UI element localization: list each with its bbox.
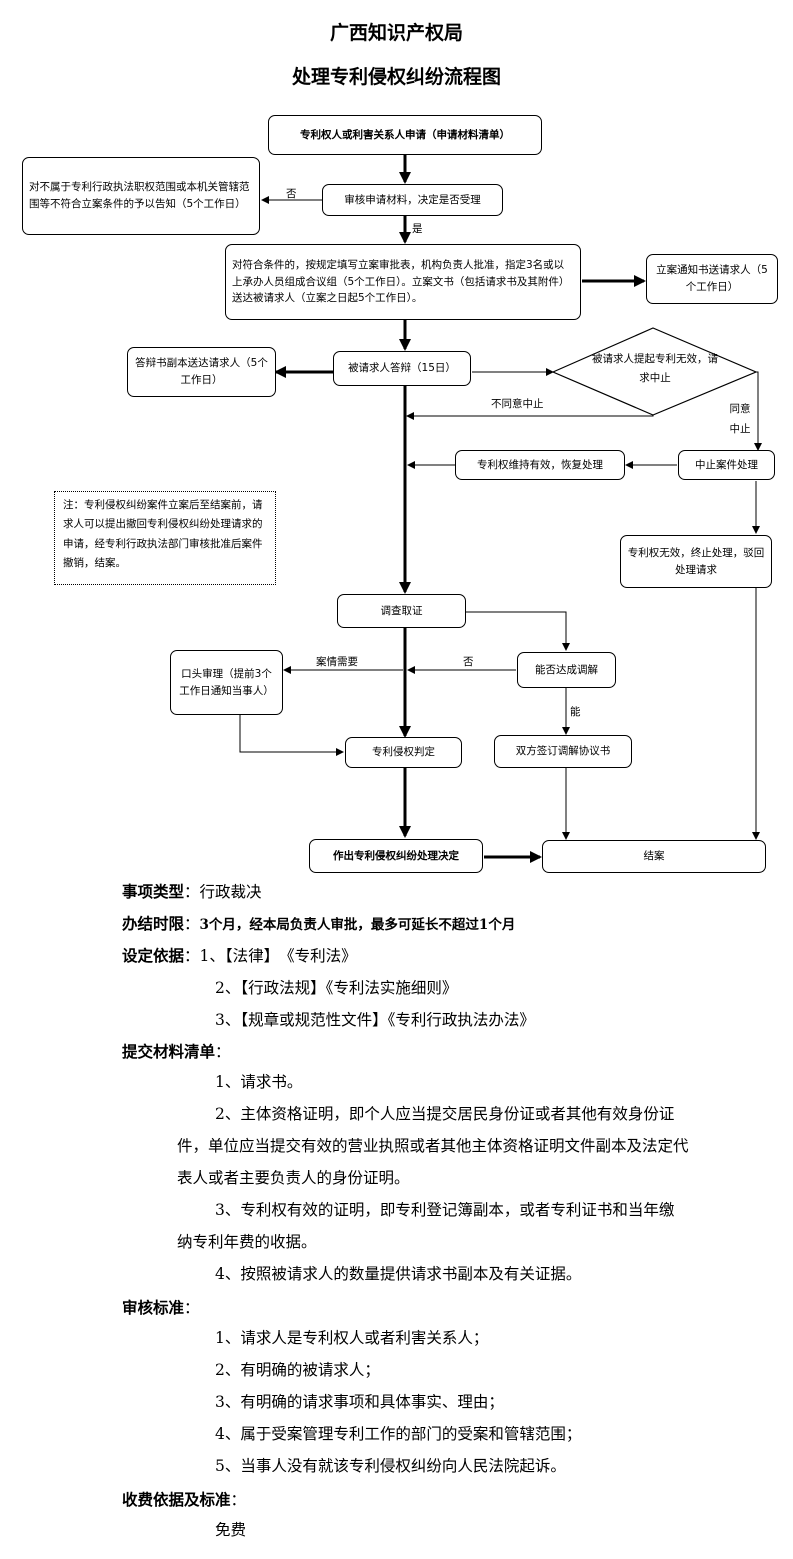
mediate-sign-box: 双方签订调解协议书 [494,735,632,768]
flow-connectors [239,154,762,863]
fee-heading: 收费依据及标准： [122,1490,247,1509]
fee-key: 收费依据及标准 [122,1490,231,1509]
basis-item-3: 3、【规章或规范性文件】《专利行政执法办法》 [215,1011,535,1029]
material-item-3: 3、专利权有效的证明，即专利登记簿副本，或者专利证书和当年缴纳专利年费的收据。 [177,1201,675,1251]
basis-item-1: 1、【法律】 《专利法》 [199,947,357,965]
suspend-box: 中止案件处理 [678,450,775,480]
label-need: 案情需要 [316,656,358,668]
time-key: 办结时限 [122,914,185,933]
materials-key: 提交材料清单 [122,1042,216,1061]
arrow-agree [754,371,762,451]
standard-item-3: 3、有明确的请求事项和具体事实、理由； [215,1393,504,1411]
info-time: 办结时限：3个月，经本局负责人审批，最多可延长不超过1个月 [122,914,516,933]
standard-heading: 审核标准： [122,1298,200,1317]
label-yes-review: 是 [412,223,423,235]
close-box: 结案 [542,840,766,873]
resume-box: 专利权维持有效，恢复处理 [455,450,625,480]
type-value: 行政裁决 [199,883,262,901]
basis-key: 设定依据 [122,946,185,965]
label-disagree: 不同意中止 [491,398,544,410]
defense-copy-box: 答辩书副本送达请求人（5个工作日） [127,347,276,397]
info-type: 事项类型：行政裁决 [122,882,262,901]
material-item-2: 2、主体资格证明，即个人应当提交居民身份证或者其他有效身份证件，单位应当提交有效… [177,1105,689,1187]
decide-box: 作出专利侵权纠纷处理决定 [309,839,483,873]
standard-item-2: 2、有明确的被请求人； [215,1361,380,1379]
fee-value: 免费 [215,1521,247,1539]
basis-item-2: 2、【行政法规】《专利法实施细则》 [215,979,458,997]
arrow-investigate-mediate [466,611,570,651]
label-yes-mediate: 能 [570,706,581,718]
terminate-box: 专利权无效，终止处理，驳回处理请求 [620,535,772,588]
info-basis: 设定依据：1、【法律】 《专利法》 [122,946,357,965]
standard-item-5: 5、当事人没有就该专利侵权纠纷向人民法院起诉。 [215,1457,566,1475]
investigate-box: 调查取证 [337,594,466,628]
material-item-4: 4、按照被请求人的数量提供请求书副本及有关证据。 [215,1265,582,1283]
type-key: 事项类型 [122,882,185,901]
label-no-review: 否 [286,188,297,200]
flowchart-title: 处理专利侵权纠纷流程图 [291,66,501,88]
register-box: 对符合条件的，按规定填写立案审批表，机构负责人批准，指定3名或以上承办人员组成合… [225,244,581,320]
invalid-diamond-text: 被请求人提起专利无效，请求中止 [592,353,718,384]
standard-item-4: 4、属于受案管理专利工作的部门的受案和管辖范围； [215,1425,582,1443]
defense-box: 被请求人答辩（15日） [333,351,471,386]
material-item-1: 1、请求书。 [215,1073,303,1091]
time-value: 3个月，经本局负责人审批，最多可延长不超过1个月 [199,917,516,933]
review-box: 审核申请材料，决定是否受理 [322,184,503,216]
hearing-box: 口头审理（提前3个工作日通知当事人） [170,650,283,715]
org-title: 广西知识产权局 [329,22,463,44]
standard-key: 审核标准 [122,1298,185,1317]
label-agree: 同意中止 [729,403,751,435]
reject-box: 对不属于专利行政执法职权范围或本机关管辖范围等不符合立案条件的予以告知（5个工作… [22,157,260,235]
arrow-disagree [406,411,654,420]
label-no-mediate: 否 [463,656,474,668]
withdraw-note: 注：专利侵权纠纷案件立案后至结案前，请求人可以提出撤回专利侵权纠纷处理请求的申请… [54,491,276,585]
mediate-question-box: 能否达成调解 [517,652,616,688]
arrow-hearing-judge [239,715,344,756]
invalid-diamond-shape [551,327,758,416]
standard-item-1: 1、请求人是专利权人或者利害关系人； [215,1329,489,1347]
materials-heading: 提交材料清单： [122,1042,231,1061]
apply-box: 专利权人或利害关系人申请（申请材料清单） [268,115,542,155]
notify-box: 立案通知书送请求人（5个工作日） [646,254,778,304]
judge-box: 专利侵权判定 [345,737,462,768]
